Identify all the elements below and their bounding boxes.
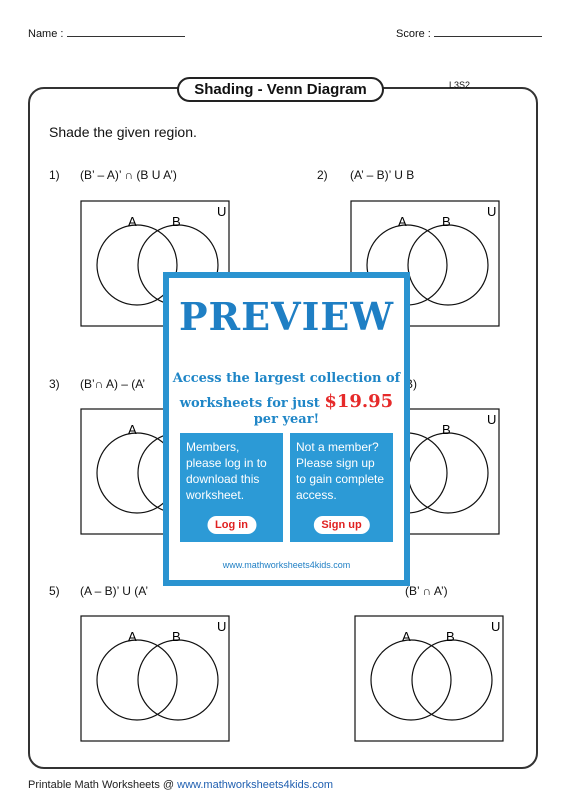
set-b-circle [407,224,489,306]
preview-tagline: Access the largest collection of [172,371,401,386]
set-a-label: A [128,629,137,644]
question-number: 2) [317,168,328,182]
name-blank[interactable] [66,26,185,37]
universe-box [354,615,504,742]
set-a-label: A [128,422,137,437]
preview-tagline-price-row: worksheets for just $19.95 per year! [169,391,404,427]
question-expression: (B’∩ A) – (A’ [80,377,146,391]
question-expression: (B’ – A)’ ∩ (B U A’) [80,168,177,182]
worksheet-code: L3S2 [449,80,471,90]
preview-price: $19.95 [324,391,394,412]
set-b-label: B [442,422,451,437]
preview-title: PREVIEW [178,294,395,339]
set-b-circle [411,639,493,721]
set-a-label: A [128,214,137,229]
question-number: 3) [49,377,60,391]
score-field-row: Score : [396,26,542,40]
set-b-label: B [172,629,181,644]
preview-url-link[interactable]: www.mathworksheets4kids.com [222,560,351,570]
universe-label: U [491,619,500,634]
set-a-label: A [398,214,407,229]
set-b-label: B [446,629,455,644]
set-a-label: A [402,629,411,644]
nonmember-card: Not a member? Please sign up to gain com… [290,433,393,542]
universe-label: U [487,412,496,427]
set-b-circle [137,639,219,721]
set-a-circle [96,224,178,306]
question-expression: (A – B)’ U (A’ [80,584,149,598]
nonmember-text: Not a member? Please sign up to gain com… [296,440,385,502]
universe-label: U [217,619,226,634]
venn-diagram[interactable]: A B U [354,615,504,742]
score-blank[interactable] [433,26,542,37]
name-label: Name : [28,28,64,40]
universe-label: U [487,204,496,219]
footer-link[interactable]: www.mathworksheets4kids.com [177,779,334,791]
question-number: 1) [49,168,60,182]
preview-tagline: per year! [253,412,320,427]
universe-label: U [217,204,226,219]
page-title: Shading - Venn Diagram [177,77,384,102]
footer-prefix: Printable Math Worksheets @ [28,779,175,791]
footer: Printable Math Worksheets @ www.mathwork… [28,779,333,791]
preview-overlay: PREVIEW Access the largest collection of… [163,272,410,586]
members-card: Members, please log in to download this … [180,433,283,542]
name-field-row: Name : [28,26,185,40]
signup-button[interactable]: Sign up [313,516,370,534]
score-label: Score : [396,28,431,40]
instruction-text: Shade the given region. [49,124,197,140]
set-a-circle [96,639,178,721]
set-b-label: B [172,214,181,229]
question-expression: (B’ ∩ A’) [405,584,448,598]
login-button[interactable]: Log in [207,516,256,534]
question-expression: (A’ – B)’ U B [350,168,415,182]
question-number: 5) [49,584,60,598]
universe-box [80,615,230,742]
preview-tagline: worksheets for just [179,396,320,411]
members-text: Members, please log in to download this … [186,440,267,502]
venn-diagram[interactable]: A B U [80,615,230,742]
set-a-circle [370,639,452,721]
set-b-label: B [442,214,451,229]
